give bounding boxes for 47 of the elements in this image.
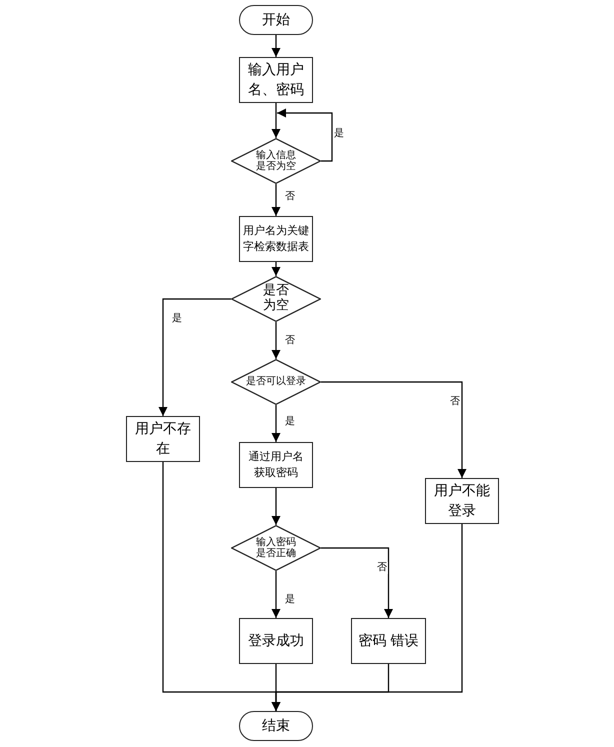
arrow	[272, 103, 280, 138]
box-label: 通过用户名获取密码	[248, 449, 304, 481]
box-label: 输入用户名、密码	[247, 60, 305, 100]
process-box	[126, 416, 200, 462]
arrow	[272, 488, 280, 525]
terminal-box	[239, 5, 313, 35]
process-box	[239, 442, 313, 488]
decision-text: 是否可以登录	[245, 376, 307, 388]
process-box	[351, 618, 426, 664]
box-label: 结束	[261, 716, 291, 736]
arrow	[272, 184, 280, 216]
decision-diamond	[231, 525, 321, 571]
edge-label: 是	[171, 313, 183, 325]
arrow	[321, 381, 466, 478]
decision-diamond	[231, 359, 321, 405]
process-box	[239, 216, 313, 262]
box-label: 密码 错误	[357, 632, 420, 651]
arrow	[277, 108, 333, 162]
edge-label: 否	[284, 335, 296, 347]
decision-diamond	[231, 138, 321, 184]
decision-diamond	[231, 276, 321, 322]
box-label: 开始	[261, 10, 291, 30]
arrow	[272, 571, 280, 618]
edge-label: 否	[376, 562, 388, 574]
box-label: 登录成功	[247, 632, 305, 651]
arrow	[272, 262, 280, 276]
edge-label: 是	[284, 416, 296, 428]
decision-text: 输入信息是否为空	[255, 150, 297, 172]
edge-label: 否	[284, 191, 296, 203]
arrow	[272, 322, 280, 359]
process-box	[425, 478, 499, 524]
edge-label: 是	[284, 594, 296, 606]
process-box	[239, 57, 313, 103]
arrow	[158, 298, 231, 416]
terminal-box	[239, 711, 313, 741]
edge-label: 是	[333, 128, 345, 140]
arrow	[272, 35, 280, 57]
edge-label: 否	[449, 396, 461, 408]
decision-text: 输入密码是否正确	[255, 536, 297, 560]
process-box	[239, 618, 313, 664]
arrow	[321, 547, 393, 618]
arrow	[272, 524, 463, 711]
box-label: 用户不能登录	[433, 482, 491, 521]
arrow	[272, 405, 280, 442]
box-label: 用户不存在	[134, 420, 192, 459]
decision-text: 是否为空	[262, 284, 290, 314]
box-label: 用户名为关键字检索数据表	[242, 223, 310, 255]
